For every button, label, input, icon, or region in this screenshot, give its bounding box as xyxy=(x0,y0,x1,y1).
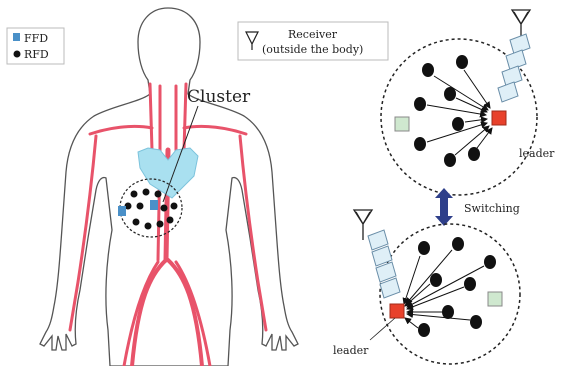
rfd-node xyxy=(414,137,426,151)
rfd-node xyxy=(161,205,168,212)
rfd-legend-icon xyxy=(14,51,21,58)
top-arrows xyxy=(427,70,492,155)
top-cluster: leader xyxy=(381,10,555,195)
ffd-node xyxy=(118,206,126,216)
bottom-ffd-node xyxy=(488,292,502,306)
legend-ffd-label: FFD xyxy=(24,32,48,45)
ffd-legend-icon xyxy=(13,33,20,41)
bottom-leader-pointer xyxy=(370,318,395,340)
bottom-rfd-nodes xyxy=(418,237,496,337)
receiver-line2: (outside the body) xyxy=(262,43,363,56)
rfd-node xyxy=(468,147,480,161)
rfd-node xyxy=(155,191,162,198)
signal-waves xyxy=(498,34,530,102)
top-leader-node xyxy=(492,111,506,125)
rfd-node xyxy=(456,55,468,69)
human-body-figure: Cluster xyxy=(40,8,298,366)
rfd-node xyxy=(171,203,178,210)
legend: FFD RFD xyxy=(7,28,64,64)
cluster-label: Cluster xyxy=(187,87,251,107)
rfd-node xyxy=(418,241,430,255)
rfd-node xyxy=(167,217,174,224)
receiver-legend: Receiver (outside the body) xyxy=(238,22,388,60)
switching-label: Switching xyxy=(464,202,520,215)
rfd-node xyxy=(470,315,482,329)
ffd-node xyxy=(150,200,158,210)
switching-indicator: Switching xyxy=(435,188,520,226)
bottom-cluster: leader xyxy=(333,210,520,364)
rfd-node xyxy=(452,117,464,131)
rfd-node xyxy=(430,273,442,287)
top-rfd-nodes xyxy=(414,55,480,167)
rfd-node xyxy=(464,277,476,291)
bottom-leader-node xyxy=(390,304,404,318)
rfd-node xyxy=(418,323,430,337)
top-leader-label: leader xyxy=(519,147,555,160)
rfd-node xyxy=(137,203,144,210)
rfd-node xyxy=(484,255,496,269)
receiver-line1: Receiver xyxy=(288,28,338,41)
rfd-node xyxy=(444,153,456,167)
legend-rfd-label: RFD xyxy=(24,48,49,61)
rfd-node xyxy=(414,97,426,111)
bottom-leader-label: leader xyxy=(333,344,369,357)
rfd-node xyxy=(157,221,164,228)
rfd-node xyxy=(422,63,434,77)
rfd-node xyxy=(133,219,140,226)
rfd-node xyxy=(442,305,454,319)
rfd-node xyxy=(143,189,150,196)
rfd-node xyxy=(452,237,464,251)
rfd-node xyxy=(145,223,152,230)
signal-waves xyxy=(368,230,400,298)
switching-double-arrow xyxy=(435,188,453,226)
top-ffd-node xyxy=(395,117,409,131)
rfd-node xyxy=(131,191,138,198)
